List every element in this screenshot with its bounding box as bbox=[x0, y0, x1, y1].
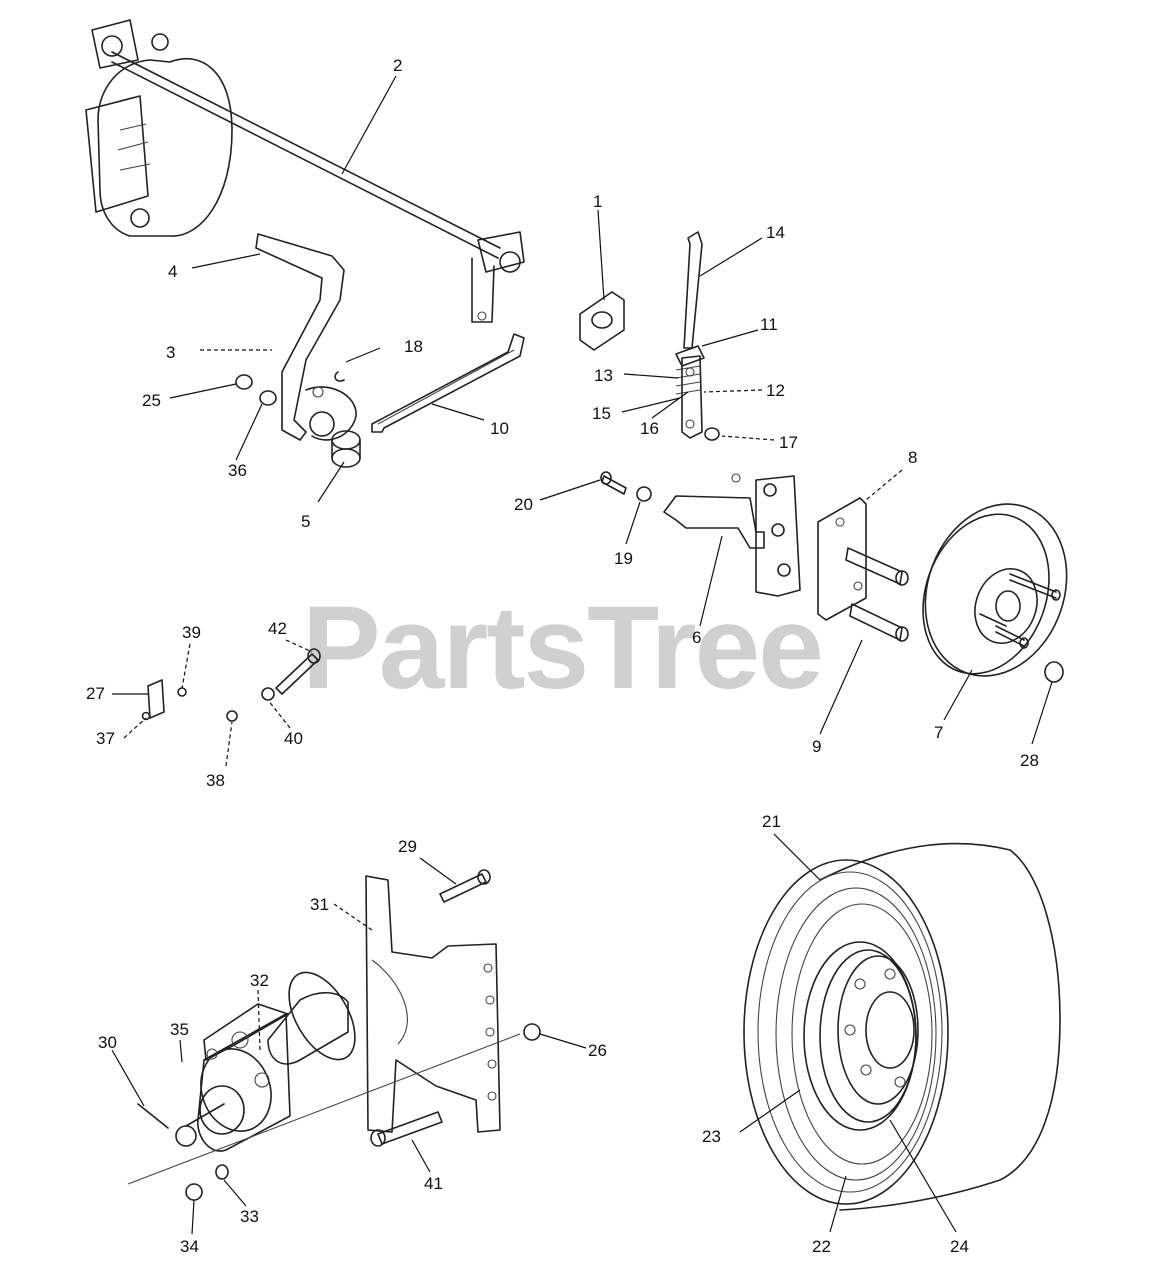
callout-22: 22 bbox=[812, 1237, 831, 1256]
callout-40: 40 bbox=[284, 729, 303, 748]
callout-3: 3 bbox=[166, 343, 175, 362]
callout-29: 29 bbox=[398, 837, 417, 856]
brake-assembly bbox=[85, 19, 233, 237]
callout-33: 33 bbox=[240, 1207, 259, 1226]
leader-lines bbox=[111, 75, 1053, 1235]
callout-11: 11 bbox=[760, 315, 778, 334]
lug-nut-28 bbox=[1044, 661, 1064, 683]
callout-28: 28 bbox=[1020, 751, 1039, 770]
callout-12: 12 bbox=[766, 381, 785, 400]
adapter-plate bbox=[817, 497, 867, 621]
bracket bbox=[663, 473, 801, 597]
nut-34 bbox=[185, 1183, 203, 1201]
callout-9: 9 bbox=[812, 737, 821, 756]
screw-39 bbox=[177, 687, 187, 697]
callout-10: 10 bbox=[490, 419, 509, 438]
callout-34: 34 bbox=[180, 1237, 199, 1256]
callout-27: 27 bbox=[86, 684, 105, 703]
nut-38 bbox=[226, 710, 238, 722]
callout-16: 16 bbox=[640, 419, 659, 438]
mount-plate bbox=[579, 291, 625, 351]
key-30 bbox=[137, 1103, 169, 1129]
callout-25: 25 bbox=[142, 391, 161, 410]
callout-32: 32 bbox=[250, 971, 269, 990]
callout-19: 19 bbox=[614, 549, 633, 568]
clip-27 bbox=[147, 679, 165, 719]
wheel-hub bbox=[922, 503, 1068, 677]
hydraulic-motor bbox=[175, 971, 356, 1152]
washer-33 bbox=[215, 1164, 229, 1180]
cotter-pin-18 bbox=[334, 371, 345, 382]
callout-6: 6 bbox=[692, 628, 701, 647]
callout-39: 39 bbox=[182, 623, 201, 642]
watermark: PartsTree bbox=[302, 582, 822, 714]
callout-38: 38 bbox=[206, 771, 225, 790]
callout-5: 5 bbox=[301, 512, 310, 531]
callout-18: 18 bbox=[404, 337, 423, 356]
bolt-29 bbox=[439, 869, 491, 903]
pedal-arm bbox=[255, 233, 357, 441]
spring-rod-assembly bbox=[675, 231, 720, 441]
callout-37: 37 bbox=[96, 729, 115, 748]
callout-7: 7 bbox=[934, 723, 943, 742]
callout-26: 26 bbox=[588, 1041, 607, 1060]
callout-8: 8 bbox=[908, 448, 917, 467]
assembly-axis bbox=[127, 1033, 521, 1185]
tire-wheel bbox=[743, 842, 1061, 1211]
callout-42: 42 bbox=[268, 619, 287, 638]
callout-13: 13 bbox=[594, 366, 613, 385]
washer-36 bbox=[259, 390, 277, 406]
callout-1: 1 bbox=[593, 192, 602, 211]
washer-25 bbox=[235, 374, 253, 390]
callout-20: 20 bbox=[514, 495, 533, 514]
callout-labels: 1 2 3 4 5 6 7 8 9 10 11 12 13 14 15 16 1… bbox=[86, 56, 1039, 1256]
callout-36: 36 bbox=[228, 461, 247, 480]
callout-2: 2 bbox=[393, 56, 402, 75]
callout-15: 15 bbox=[592, 404, 611, 423]
callout-4: 4 bbox=[168, 262, 177, 281]
control-rod bbox=[371, 333, 525, 433]
callout-30: 30 bbox=[98, 1033, 117, 1052]
callout-35: 35 bbox=[170, 1020, 189, 1039]
washer-19 bbox=[636, 486, 652, 502]
callout-24: 24 bbox=[950, 1237, 969, 1256]
callout-17: 17 bbox=[779, 433, 798, 452]
cross-shaft bbox=[111, 51, 525, 323]
nut-26 bbox=[523, 1023, 541, 1041]
screw-37 bbox=[141, 711, 151, 721]
callout-14: 14 bbox=[766, 223, 785, 242]
bolt-42 bbox=[275, 648, 321, 695]
bolt-20 bbox=[600, 471, 627, 495]
callout-23: 23 bbox=[702, 1127, 721, 1146]
bolts-9 bbox=[845, 547, 909, 642]
bolt-41 bbox=[370, 1111, 443, 1147]
nut-40 bbox=[261, 687, 275, 701]
bushing bbox=[331, 430, 361, 468]
callout-41: 41 bbox=[424, 1174, 443, 1193]
motor-bracket bbox=[365, 875, 501, 1133]
callout-21: 21 bbox=[762, 812, 781, 831]
callout-31: 31 bbox=[310, 895, 329, 914]
